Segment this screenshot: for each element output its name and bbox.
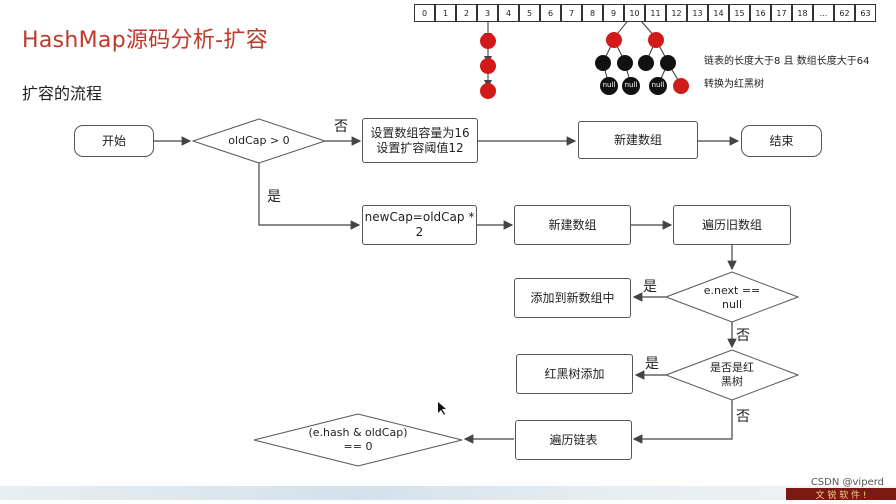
new-array-box: 新建数组 (514, 205, 631, 245)
watermark: CSDN @viperd (810, 477, 884, 488)
end-node: 结束 (741, 125, 822, 157)
list-node-red (480, 58, 496, 74)
condition-next-null: e.next == null (703, 284, 761, 311)
diamond-rbtree (664, 349, 800, 401)
array-cell: 0 (414, 4, 435, 22)
rbtree-node-black (638, 55, 654, 71)
rbtree-null-node (622, 77, 640, 95)
label-yes: 是 (267, 189, 281, 205)
tree-convert-note: 转换为红黑树 (704, 79, 764, 90)
rbtree-null-node (600, 77, 618, 95)
condition-oldcap: oldCap > 0 (228, 134, 290, 147)
array-cell: 62 (834, 4, 855, 22)
set-default-capacity-box: 设置数组容量为16 设置扩容阈值12 (362, 118, 478, 163)
rbtree-node-black (660, 55, 676, 71)
array-cell: 16 (750, 4, 771, 22)
array-cell: 7 (561, 4, 582, 22)
array-cell: ... (813, 4, 834, 22)
array-cell: 8 (582, 4, 603, 22)
array-cell: 9 (603, 4, 624, 22)
traverse-list-box: 遍历链表 (515, 420, 632, 460)
null-label: null (651, 81, 665, 89)
new-array-box: 新建数组 (578, 121, 698, 159)
array-cell: 15 (729, 4, 750, 22)
condition-hash: (e.hash & oldCap) == 0 (308, 426, 408, 453)
rbtree-node-black (595, 55, 611, 71)
array-cell: 4 (498, 4, 519, 22)
array-cell: 12 (666, 4, 687, 22)
rbtree-node-red (606, 32, 622, 48)
array-cell: 10 (624, 4, 645, 22)
array-cell: 2 (456, 4, 477, 22)
footer-strip (0, 486, 896, 500)
label-no: 否 (334, 119, 348, 135)
add-to-new-array-box: 添加到新数组中 (514, 278, 631, 318)
rbtree-edges (602, 12, 682, 86)
null-label: null (602, 81, 616, 89)
array-cell: 63 (855, 4, 876, 22)
rbtree-node-black (617, 55, 633, 71)
label-yes: 是 (643, 279, 657, 295)
label-yes: 是 (645, 356, 659, 372)
array-cell: 1 (435, 4, 456, 22)
array-cell: 3 (477, 4, 498, 22)
rbtree-node-red (648, 32, 664, 48)
diamond-next-null (664, 271, 800, 323)
array-cell: 17 (771, 4, 792, 22)
rbtree-node-red (673, 78, 689, 94)
newcap-box: newCap=oldCap * 2 (362, 205, 477, 245)
rbtree-null-node (649, 77, 667, 95)
section-subtitle: 扩容的流程 (22, 84, 103, 103)
array-cell: 18 (792, 4, 813, 22)
array-cell: 14 (708, 4, 729, 22)
list-node-red (480, 33, 496, 49)
start-node: 开始 (74, 125, 154, 157)
corner-logo: 文 锐 软 件 ! (786, 488, 896, 501)
mouse-cursor-icon (438, 402, 446, 415)
tree-condition-note: 链表的长度大于8 且 数组长度大于64 (704, 56, 870, 67)
traverse-old-array-box: 遍历旧数组 (673, 205, 791, 245)
label-no: 否 (736, 328, 750, 344)
diamond-hash (253, 413, 463, 467)
page-title: HashMap源码分析-扩容 (22, 28, 268, 53)
array-cell: 6 (540, 4, 561, 22)
null-label: null (624, 81, 638, 89)
array-cell: 5 (519, 4, 540, 22)
array-cell: 13 (687, 4, 708, 22)
array-cell: 11 (645, 4, 666, 22)
rbtree-add-box: 红黑树添加 (516, 354, 633, 394)
condition-rbtree: 是否是红 黑树 (710, 361, 754, 388)
label-no: 否 (736, 409, 750, 425)
list-node-red (480, 83, 496, 99)
